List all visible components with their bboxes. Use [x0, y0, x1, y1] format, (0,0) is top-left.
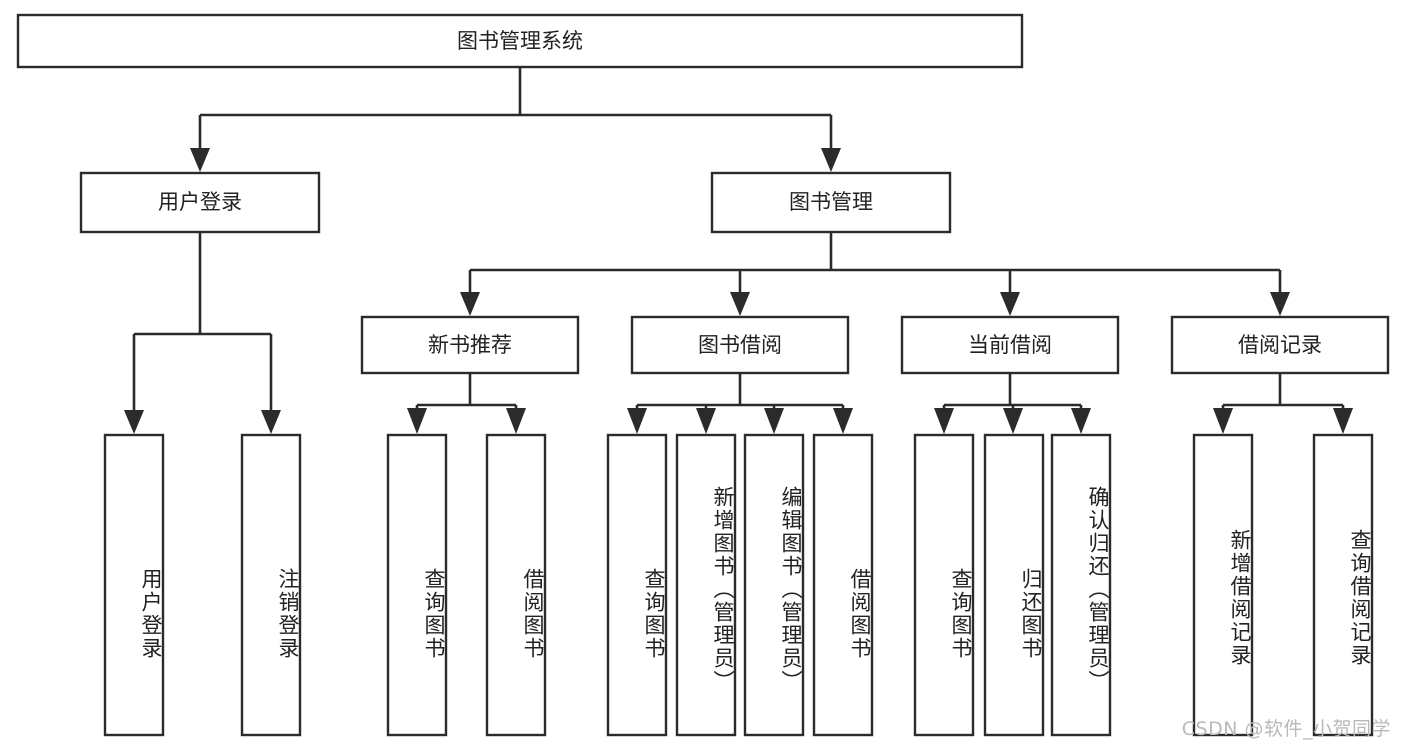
node-book-borrow-box[interactable]: [630, 315, 850, 375]
csdn-watermark: CSDN @软件_小贺同学: [1181, 718, 1391, 740]
node-borrow-record-box[interactable]: [1170, 315, 1390, 375]
arrowhead-bookborrow-lend: [833, 408, 853, 434]
leaf-box-add-book-admin[interactable]: [675, 433, 737, 737]
node-borrow-record-label: 借阅记录: [1238, 333, 1322, 357]
arrowhead-user-login: [190, 148, 210, 172]
connector-layer: [124, 67, 1353, 434]
arrowhead-newbook-borrow: [506, 408, 526, 434]
leaf-box-borrow-book[interactable]: [812, 433, 874, 737]
arrowhead-borrowrecord-add: [1213, 408, 1233, 434]
arrowhead-bookborrow-edit: [764, 408, 784, 434]
arrowhead-bookborrow-add: [696, 408, 716, 434]
arrowhead-book-borrow: [730, 292, 750, 316]
node-borrow-record[interactable]: 借阅记录: [1170, 315, 1390, 375]
node-root-box[interactable]: [16, 13, 1024, 69]
leaf-box-query-book-cur[interactable]: [913, 433, 975, 737]
arrowhead-borrowrecord-query: [1333, 408, 1353, 434]
node-book-borrow[interactable]: 图书借阅: [630, 315, 850, 375]
node-current-borrow[interactable]: 当前借阅: [900, 315, 1120, 375]
leaf-box-confirm-return[interactable]: [1050, 433, 1112, 737]
arrowhead-borrow-record: [1270, 292, 1290, 316]
leaf-box-query-book-rec[interactable]: [386, 433, 448, 737]
node-user-login-label: 用户登录: [158, 190, 242, 214]
node-book-management[interactable]: 图书管理: [710, 171, 952, 234]
leaf-box-layer: [103, 433, 1374, 737]
node-new-book-recommend-box[interactable]: [360, 315, 580, 375]
node-user-login[interactable]: 用户登录: [79, 171, 321, 234]
arrowhead-leaf-logout: [261, 410, 281, 434]
leaf-box-add-record[interactable]: [1192, 433, 1254, 737]
leaf-box-edit-book-admin[interactable]: [743, 433, 805, 737]
leaf-box-query-record[interactable]: [1312, 433, 1374, 737]
arrowhead-currentborrow-query: [934, 408, 954, 434]
arrowhead-current-borrow: [1000, 292, 1020, 316]
node-root[interactable]: 图书管理系统: [16, 13, 1024, 69]
node-new-book-recommend[interactable]: 新书推荐: [360, 315, 580, 375]
node-root-label: 图书管理系统: [457, 29, 583, 53]
arrowhead-book-mgmt: [821, 148, 841, 172]
arrowhead-new-book-rec: [460, 292, 480, 316]
node-book-management-box[interactable]: [710, 171, 952, 234]
node-book-management-label: 图书管理: [789, 190, 873, 214]
leaf-box-logout[interactable]: [240, 433, 302, 737]
node-new-book-recommend-label: 新书推荐: [428, 333, 512, 357]
node-book-borrow-label: 图书借阅: [698, 333, 782, 357]
arrowhead-bookborrow-query: [627, 408, 647, 434]
arrowhead-currentborrow-return: [1003, 408, 1023, 434]
node-current-borrow-box[interactable]: [900, 315, 1120, 375]
node-user-login-box[interactable]: [79, 171, 321, 234]
node-current-borrow-label: 当前借阅: [968, 333, 1052, 357]
arrowhead-newbook-query: [407, 408, 427, 434]
arrowhead-currentborrow-confirm: [1071, 408, 1091, 434]
leaf-box-borrow-book-rec[interactable]: [485, 433, 547, 737]
arrowhead-leaf-user-login: [124, 410, 144, 434]
leaf-box-return-book[interactable]: [983, 433, 1045, 737]
leaf-box-query-book-borrow[interactable]: [606, 433, 668, 737]
leaf-box-user-login[interactable]: [103, 433, 165, 737]
